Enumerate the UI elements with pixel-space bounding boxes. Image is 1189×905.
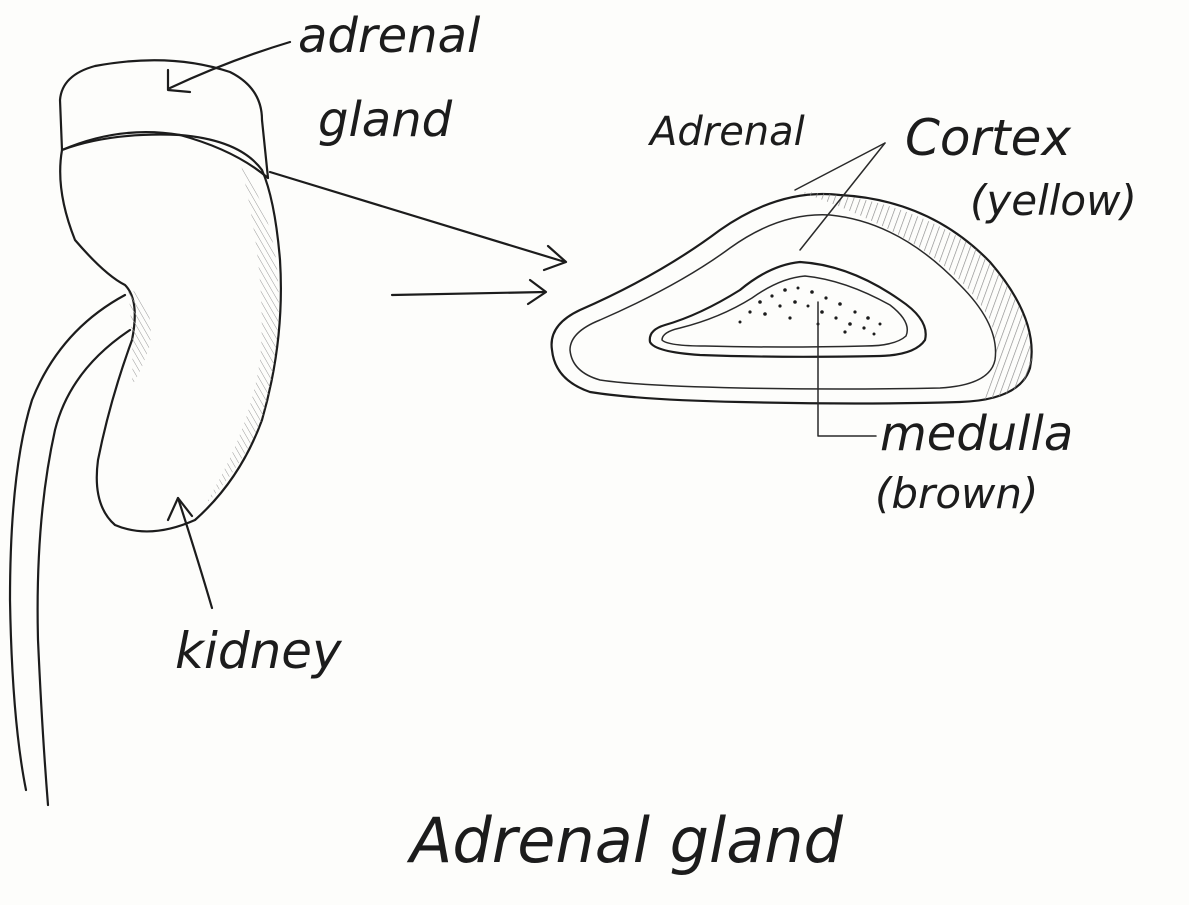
ureter-inner [38,330,130,805]
section-arrows [270,172,566,304]
medulla-label: medulla [880,406,1073,462]
cortex-pointer-2 [800,143,885,250]
medulla-stipple [739,287,882,336]
kidney-shading [205,160,279,505]
medulla-pointer [818,302,876,436]
ureter-outer [10,295,125,790]
kidney-label: kidney [175,622,343,680]
adrenal-label-arrow [168,42,290,92]
diagram-title: Adrenal gland [406,804,843,877]
adrenal-gland-label-line1: adrenal [298,8,481,64]
medulla-color-label: (brown) [875,469,1038,518]
kidney-label-arrow [168,498,212,608]
adrenal-cap [60,60,268,178]
kidney-drawing [10,60,281,805]
adrenal-cross-section [552,143,1032,436]
medulla-outer [650,262,926,357]
cortex-label: Cortex [905,109,1071,167]
hilum-shading [128,288,151,385]
cortex-pointer-1 [795,143,885,190]
capsule-outer [552,194,1032,404]
cortex-prefix-label: Adrenal [647,109,805,155]
cortex-color-label: (yellow) [970,176,1137,225]
adrenal-gland-label-line2: gland [318,92,453,148]
